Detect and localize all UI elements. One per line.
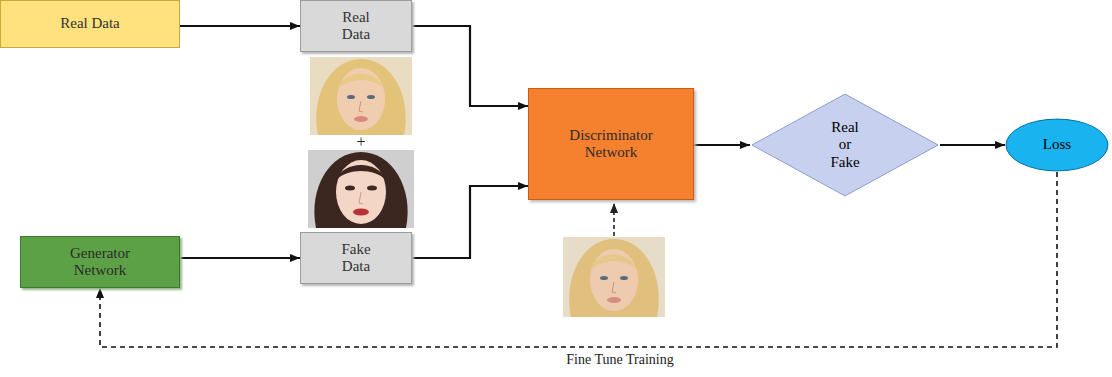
face-part: [590, 249, 638, 311]
face-part: [607, 297, 621, 303]
node-text-group: Generator Network: [55, 245, 145, 280]
node-text-group: Real Data: [60, 15, 120, 32]
face-part: [314, 152, 407, 228]
face-photo: [563, 237, 665, 317]
face-part: [359, 192, 363, 204]
node-text-group: Real Data: [331, 9, 381, 44]
node-label: Generator Network: [55, 245, 145, 280]
face-part: [620, 276, 628, 280]
face-photo: [310, 57, 412, 135]
dashed-input-arrow: [613, 203, 615, 236]
flow-arrow: [180, 257, 300, 259]
plus-sign: +: [353, 133, 368, 151]
edge-label: Fine Tune Training: [563, 352, 676, 368]
diamond-shape: [752, 94, 938, 196]
node-text-group: Discriminator Network: [556, 127, 666, 162]
loss-ellipse: Loss: [1005, 118, 1109, 172]
flow-arrow: [412, 186, 528, 258]
data-box: Real Data: [300, 0, 412, 52]
face-part: [612, 282, 616, 293]
node-label: Discriminator Network: [556, 127, 666, 162]
generator-box: Generator Network: [20, 236, 180, 288]
face-part: [336, 165, 386, 180]
node-label: Real Data: [60, 15, 120, 32]
node-label: Real Data: [331, 9, 381, 44]
face-part: [308, 150, 414, 228]
face-part: [316, 59, 406, 135]
flow-arrow: [940, 144, 1005, 146]
face-part: [354, 116, 368, 122]
node-text-group: Fake Data: [331, 241, 381, 276]
node-text-group: Real or Fake: [827, 119, 863, 171]
face-part: [367, 186, 377, 191]
face-part: [590, 255, 639, 273]
ellipse-shape: [1006, 119, 1108, 171]
face-part: [563, 237, 665, 317]
face-part: [347, 95, 355, 99]
flow-arrow: [412, 26, 528, 106]
discriminator-box: Discriminator Network: [528, 88, 694, 200]
face-part: [600, 276, 608, 280]
node-label: Fake Data: [331, 241, 381, 276]
flow-arrow: [694, 144, 750, 146]
face-part: [345, 186, 355, 191]
decision-diamond: Real or Fake: [750, 93, 940, 197]
face-part: [337, 68, 385, 130]
data-box: Fake Data: [300, 232, 412, 284]
face-part: [337, 74, 386, 92]
flow-arrow: [180, 25, 300, 27]
face-part: [310, 57, 412, 135]
node-label: Real or Fake: [827, 119, 863, 171]
face-part: [336, 160, 386, 224]
face-part: [353, 209, 369, 216]
face-photo: [308, 150, 414, 228]
node-label: Loss: [1022, 136, 1092, 153]
face-part: [359, 101, 363, 112]
data-source-box: Real Data: [0, 0, 180, 48]
node-text-group: Loss: [1022, 136, 1092, 153]
face-part: [569, 239, 659, 317]
face-part: [367, 95, 375, 99]
